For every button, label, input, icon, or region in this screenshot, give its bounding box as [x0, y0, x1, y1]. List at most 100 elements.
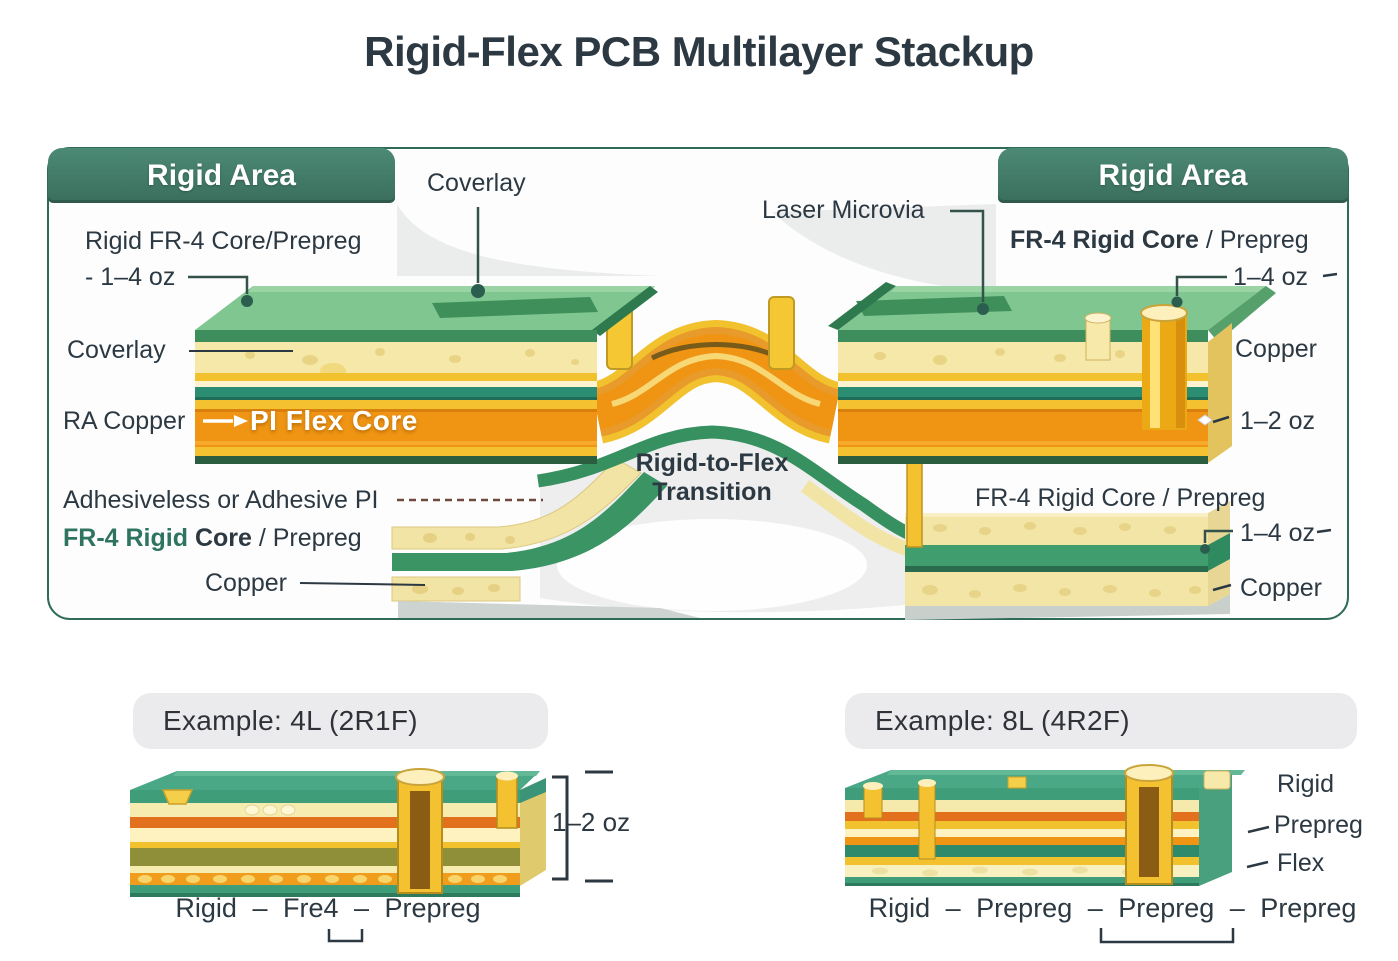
- speckles: [874, 348, 1125, 365]
- speckles: [933, 522, 1176, 535]
- rigid-area-left-badge: Rigid Area: [48, 148, 395, 203]
- flex-underside-bands: [537, 425, 942, 558]
- layer-prepreg-top: [905, 513, 1208, 545]
- layer-pi-flex-core: [195, 409, 597, 447]
- caption-bracket: [1099, 928, 1235, 944]
- label-8l-prepreg: Prepreg: [1274, 811, 1363, 839]
- side-face: [1199, 774, 1232, 886]
- label-oz-right-mid: 1–2 oz: [1240, 407, 1316, 435]
- example-8l-board: [845, 764, 1270, 944]
- through-via: [395, 768, 445, 894]
- pointer-diamond: [1197, 414, 1213, 426]
- label-coverlay-top: Coverlay: [427, 169, 526, 197]
- layer-copper: [195, 373, 597, 381]
- layer-core: [845, 829, 1199, 837]
- layer-copper-bottom: [905, 572, 1208, 606]
- rigid-area-right-badge: Rigid Area: [998, 148, 1348, 203]
- label-oz-range-left: - 1–4 oz: [85, 263, 176, 291]
- rigid-area-label: Rigid Area: [1098, 158, 1248, 192]
- ground-shadow-left: [398, 601, 700, 618]
- layer-bottom-edge: [195, 456, 597, 464]
- shadow-wedge-right: [772, 204, 996, 292]
- arrowhead: [234, 415, 248, 427]
- caption-bracket: [327, 929, 364, 943]
- leader-oz-right-lower: [1203, 529, 1233, 543]
- layer-bottom-mask: [845, 877, 1199, 886]
- example-8l-header: Example: 8L (4R2F): [845, 693, 1357, 749]
- speckles: [138, 875, 507, 883]
- vias: [863, 764, 1174, 885]
- example-4l-caption: Rigid – Fre4 – Prepreg: [175, 893, 481, 923]
- side-face: [1208, 323, 1232, 463]
- layer-adhesive: [195, 381, 597, 387]
- fr4-right-rest: / Prepreg: [1198, 226, 1309, 254]
- page-title: Rigid-Flex PCB Multilayer Stackup: [364, 28, 1034, 75]
- thickness-bracket: [552, 770, 613, 883]
- speckles: [412, 584, 500, 595]
- label-oz-right-lower: 1–4 oz: [1240, 519, 1316, 547]
- label-copper-lower: Copper: [1240, 574, 1322, 602]
- dash-tick: [1316, 528, 1332, 534]
- label-8l-flex: Flex: [1277, 849, 1325, 877]
- layer-bottom-mask: [130, 885, 520, 896]
- corner-via: [1203, 770, 1231, 790]
- label-laser-microvia: Laser Microvia: [762, 196, 925, 224]
- board-top-face: [195, 286, 655, 330]
- blind-microvia: [1085, 317, 1111, 361]
- left-rigid-board: [195, 286, 658, 464]
- label-transition: Rigid-to-Flex Transition: [592, 449, 832, 507]
- layer-copper2: [195, 400, 597, 409]
- through-via: [1140, 304, 1188, 430]
- pad: [161, 789, 194, 805]
- lower-left-flex-stack: [391, 458, 700, 618]
- label-copper-left: Copper: [205, 569, 287, 597]
- side-face: [520, 778, 546, 886]
- label-fr4-right-lower: FR-4 Rigid Core / Prepreg: [975, 484, 1266, 512]
- leader-lines: [188, 207, 1338, 592]
- lower-right-board: [905, 448, 1230, 620]
- layer-core: [130, 828, 520, 842]
- example-4l-header: Example: 4L (2R1F): [133, 693, 548, 749]
- layer-copper: [130, 817, 520, 828]
- routed-slot: [856, 296, 1012, 316]
- tick-copper-lower: [1212, 583, 1232, 592]
- label-fr4-right-top: FR-4 Rigid Core / Prepreg: [1010, 226, 1309, 255]
- fr4-right-bold: FR-4 Rigid Core: [1010, 226, 1199, 254]
- label-pi-flex-core: PI Flex Core: [250, 405, 418, 436]
- example-8l-title: Example: 8L (4R2F): [875, 705, 1130, 736]
- right-rigid-board: [828, 282, 1276, 464]
- layer-soldermask: [195, 387, 597, 400]
- layer-flex-core: [130, 848, 520, 866]
- label-oz-example-4l: 1–2 oz: [552, 807, 631, 837]
- rigid-area-label: Rigid Area: [147, 158, 296, 192]
- routed-slot: [432, 297, 598, 318]
- gold-tab-right: [768, 296, 795, 370]
- label-coverlay-left: Coverlay: [67, 336, 166, 364]
- label-8l-rigid: Rigid: [1277, 770, 1334, 798]
- layer-copper3: [195, 447, 597, 456]
- front-bevel: [838, 330, 1208, 342]
- label-fr4-left: FR-4 Rigid Core / Prepreg: [63, 524, 362, 553]
- dash-tick: [1322, 272, 1338, 278]
- transition-line2: Transition: [652, 477, 772, 506]
- front-bevel: [195, 330, 597, 342]
- leader-oz-right-top: [1175, 275, 1227, 296]
- label-rigid-fr4-core: Rigid FR-4 Core/Prepreg: [85, 227, 362, 255]
- layer-copper2: [838, 400, 1208, 409]
- layer-ticks: [1246, 825, 1270, 869]
- blind-via: [496, 771, 518, 829]
- fr4-left-rest: / Prepreg: [251, 524, 362, 552]
- label-copper-right: Copper: [1235, 335, 1317, 363]
- leader-copper-left: [299, 582, 426, 586]
- layer-adhesive: [838, 381, 1208, 387]
- example-8l-caption: Rigid – Prepreg – Prepreg – Prepreg: [868, 893, 1357, 923]
- fr4-left-green: FR-4 Rigid: [63, 524, 195, 552]
- layer-soldermask: [838, 387, 1208, 400]
- layer-bottom-edge: [838, 456, 1208, 464]
- flex-coverlay-band: [391, 458, 642, 550]
- leader-laser-microvia: [950, 209, 985, 302]
- label-ra-copper: RA Copper: [63, 407, 186, 435]
- flex-arch: [588, 296, 844, 444]
